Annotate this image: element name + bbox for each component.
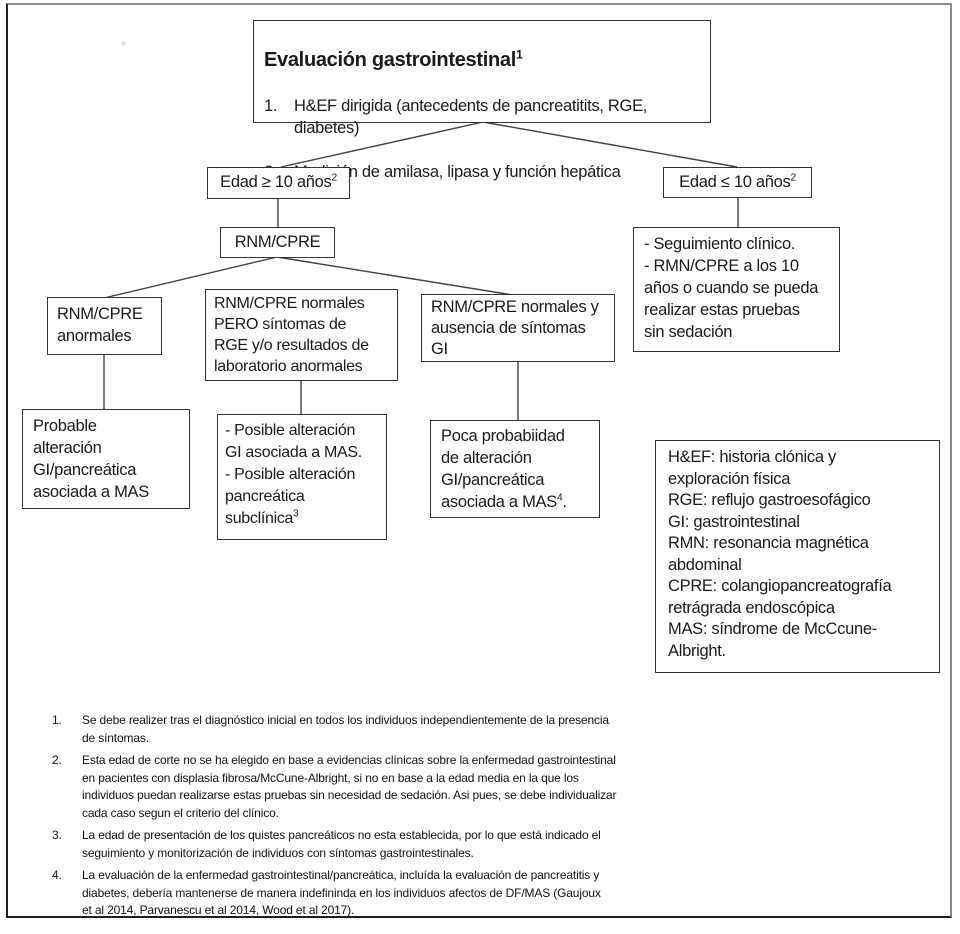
footnote-text: La edad de presentación de los quistes p… xyxy=(82,828,601,860)
footnote-number: 1. xyxy=(52,713,62,727)
node-text-tail: . xyxy=(562,493,567,511)
node-text: - Seguimiento clínico. - RMN/CPRE a los … xyxy=(644,235,819,341)
node-text: RNM/CPRE anormales xyxy=(57,305,143,345)
node-seguimiento-clinico: - Seguimiento clínico. - RMN/CPRE a los … xyxy=(633,227,840,352)
node-edad-menor-10: Edad ≤ 10 años2 xyxy=(663,167,812,198)
footnote-text: Esta edad de corte no se ha elegido en b… xyxy=(82,753,617,820)
node-posible-alteracion: - Posible alteración GI asociada a MAS. … xyxy=(217,414,387,540)
footnote: 4. La evaluación de la enfermedad gastroi… xyxy=(52,867,692,920)
footnote-number: 3. xyxy=(52,828,62,842)
abbreviations-legend: H&EF: historia clónica y exploración fís… xyxy=(655,440,940,673)
node-text: Poca probabiidad de alteración GI/pancre… xyxy=(441,427,565,511)
smudge-artifact xyxy=(121,41,126,46)
node-edad-mayor-10: Edad ≥ 10 años2 xyxy=(207,167,350,199)
node-probable-alteracion: Probable alteración GI/pancreática asoci… xyxy=(22,409,190,509)
node-text: Edad ≥ 10 años xyxy=(220,173,332,191)
node-text: - Posible alteración GI asociada a MAS. … xyxy=(225,422,362,527)
node-text: Probable alteración GI/pancreática asoci… xyxy=(33,417,149,501)
list-item-text: Medición de amilasa, lipasa y función he… xyxy=(294,163,621,181)
footnote-text: Se debe realizer tras el diagnóstico ini… xyxy=(82,713,609,745)
node-rnm-cpre-anormales: RNM/CPRE anormales xyxy=(47,297,162,355)
footnote: 2. Esta edad de corte no se ha elegido en… xyxy=(52,752,692,822)
footnote: 3. La edad de presentación de los quistes… xyxy=(52,827,692,862)
node-poca-probabilidad: Poca probabiidad de alteración GI/pancre… xyxy=(430,420,600,518)
connector-rnm-to-ausencia xyxy=(276,256,514,296)
footnote: 1. Se debe realizer tras el diagnóstico i… xyxy=(52,712,692,747)
node-text: Edad ≤ 10 años xyxy=(679,173,791,191)
footnote-ref: 2 xyxy=(331,172,337,184)
list-item: 1. H&EF dirigida (antecedents de pancreat… xyxy=(264,95,698,139)
footnote-ref: 2 xyxy=(790,172,796,184)
footnote-ref: 4 xyxy=(556,492,563,504)
node-normales-sin-sintomas: RNM/CPRE normales y ausencia de síntomas… xyxy=(421,294,615,362)
list-item-text: H&EF dirigida (antecedents de pancreatit… xyxy=(294,97,648,137)
node-text: RNM/CPRE normales PERO síntomas de RGE y… xyxy=(214,295,369,375)
node-text: RNM/CPRE xyxy=(234,233,321,251)
node-title-footnote-ref: 1 xyxy=(515,47,523,62)
footnote-ref: 3 xyxy=(293,508,299,520)
node-normales-pero-sintomas: RNM/CPRE normales PERO síntomas de RGE y… xyxy=(205,289,398,381)
connector-root-to-edad-le xyxy=(482,121,738,168)
node-evaluacion-gastrointestinal: Evaluación gastrointestinal1 1. H&EF diri… xyxy=(253,20,711,181)
legend-text: H&EF: historia clónica y exploración fís… xyxy=(668,448,892,660)
footnotes-section: 1. Se debe realizer tras el diagnóstico i… xyxy=(52,712,692,925)
footnote-number: 2. xyxy=(52,753,62,767)
node-rnm-cpre: RNM/CPRE xyxy=(220,227,335,258)
list-item-number: 1. xyxy=(264,97,278,115)
connector-root-to-edad-ge xyxy=(280,121,484,168)
footnote-text: La evaluación de la enfermedad gastroint… xyxy=(82,868,601,917)
connector-rnm-to-anormales xyxy=(103,256,278,299)
node-text: RNM/CPRE normales y ausencia de síntomas… xyxy=(431,298,599,358)
node-title: Evaluación gastrointestinal1 xyxy=(264,47,698,73)
page-frame xyxy=(6,3,952,918)
node-title-text: Evaluación gastrointestinal xyxy=(264,49,516,71)
footnote-number: 4. xyxy=(52,868,62,882)
